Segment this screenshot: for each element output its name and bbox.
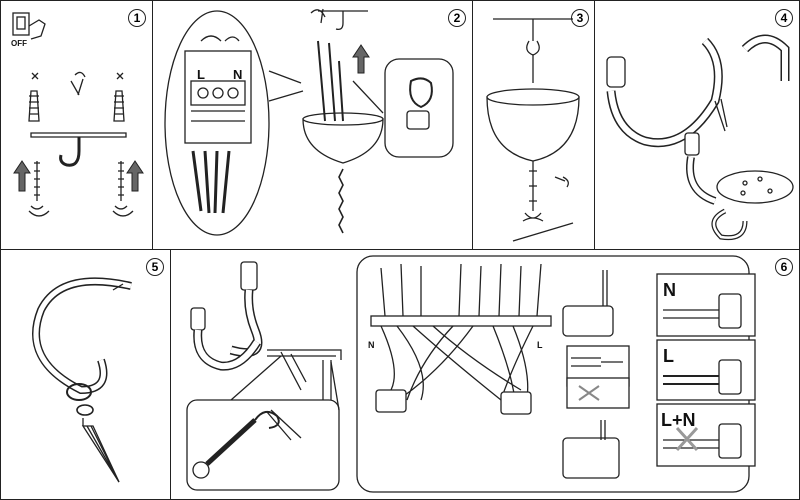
- step-4-illustration: [606, 34, 794, 241]
- option-l-label: L: [663, 346, 674, 366]
- hook-detail-box: [384, 58, 454, 158]
- screws-icon: [70, 71, 86, 96]
- arrow-up-icon: [126, 160, 144, 192]
- step-1-number: 1: [128, 9, 146, 27]
- step-1-illustration: [12, 12, 144, 217]
- lamp-base-plate: [716, 170, 794, 204]
- step-2-panel: 2: [152, 0, 473, 250]
- power-switch-icon: [12, 12, 46, 40]
- canopy: [486, 96, 580, 162]
- step-6-number: 6: [775, 258, 793, 276]
- option-ln-label: L+N: [661, 410, 696, 430]
- step-3-number: 3: [571, 9, 589, 27]
- step-3-panel: 3: [472, 0, 595, 250]
- wire-tag-l: L: [537, 340, 543, 350]
- step-5-number: 5: [146, 258, 164, 276]
- arrow-up-icon: [352, 44, 370, 74]
- step-6-illustration: N L N L L+N: [186, 255, 756, 493]
- ceiling-hook: [59, 137, 81, 167]
- chain: [338, 168, 344, 234]
- wall-plug-icon: [113, 72, 125, 122]
- switch-off-label: OFF: [11, 39, 27, 48]
- step-2-illustration: L N: [164, 8, 454, 236]
- terminal-neutral-label: N: [233, 67, 242, 82]
- step-4-panel: 4: [594, 0, 800, 250]
- wire-tag-n: N: [368, 340, 375, 350]
- crystal-drop: [81, 425, 120, 483]
- step-5-panel: 5: [0, 249, 171, 500]
- option-n-label: N: [663, 280, 676, 300]
- not-allowed-icon: [675, 426, 699, 452]
- screw-icon: [28, 161, 50, 217]
- step-3-illustration: [486, 18, 580, 242]
- step-6-panel: 6: [170, 249, 800, 500]
- step-2-number: 2: [448, 9, 466, 27]
- step-1-panel: 1 OFF: [0, 0, 153, 250]
- wire-detail-box: [186, 399, 340, 491]
- mounting-plate: [30, 132, 127, 138]
- lamp-body: [302, 118, 384, 164]
- step-5-illustration: [32, 277, 132, 483]
- wall-plug-icon: [28, 72, 40, 122]
- screw-icon: [112, 161, 134, 217]
- terminal-live-label: L: [197, 67, 205, 82]
- arrow-up-icon: [13, 160, 31, 192]
- step-4-number: 4: [775, 9, 793, 27]
